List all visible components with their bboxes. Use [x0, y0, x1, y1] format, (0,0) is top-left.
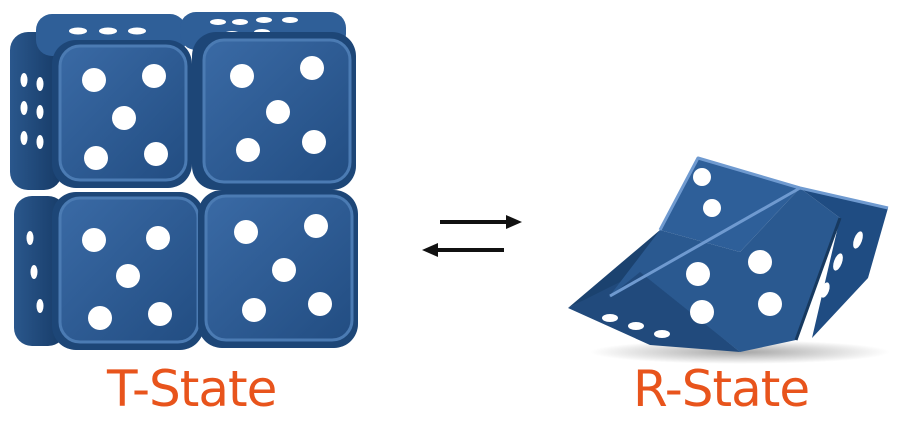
- equilibrium-arrows-icon: [422, 215, 522, 257]
- die-icon: [14, 192, 204, 350]
- die-icon: [10, 14, 192, 190]
- die-icon: [568, 158, 888, 352]
- die-icon: [180, 12, 356, 190]
- t-state-dice-group: [10, 12, 358, 350]
- die-icon: [198, 190, 358, 348]
- r-state-die-group: [568, 158, 890, 364]
- t-state-label: T-State: [107, 364, 276, 414]
- r-state-label: R-State: [633, 364, 809, 414]
